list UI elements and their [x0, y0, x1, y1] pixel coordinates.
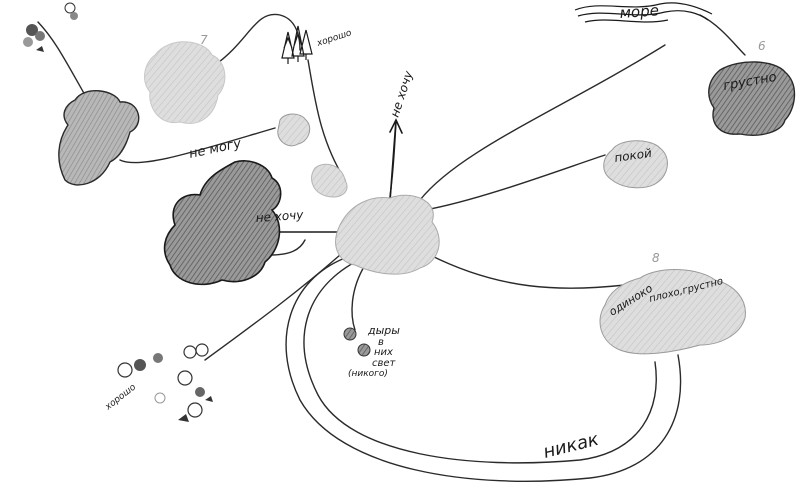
- cloud-dark-left: [163, 160, 282, 286]
- loop-inner: [303, 261, 657, 464]
- label-ne-mogu: не могу: [188, 136, 243, 162]
- loop-outer: [285, 257, 682, 482]
- line-sea-to-sad: [699, 14, 746, 56]
- cloud-small: [277, 113, 311, 147]
- line-center-to-flowers: [204, 254, 341, 361]
- line-cloud7-to-trees: [214, 13, 301, 66]
- label-dyry-1: дыры: [367, 324, 400, 337]
- central-blob-left: [311, 163, 348, 198]
- line-center-to-pokoy: [424, 154, 606, 211]
- cloud-7: [144, 41, 226, 124]
- number-8: 8: [652, 251, 660, 265]
- line-trees-to-center: [307, 59, 346, 181]
- label-pokoy: покой: [613, 146, 652, 165]
- label-dyry-4: свет: [372, 358, 397, 369]
- line-cloud-to-cloud7: [119, 127, 276, 164]
- cloud-pokoy: [603, 140, 668, 189]
- line-center-to-sea: [419, 44, 666, 201]
- central-blob: [335, 194, 440, 275]
- label-dyry-2: в: [378, 337, 384, 348]
- line-center-to-holes: [351, 264, 366, 331]
- cloud-odinoko: [599, 269, 746, 355]
- connecting-lines: [37, 13, 746, 482]
- label-ne-khochu-left: не хочу: [255, 208, 304, 225]
- flowers-top-left-icon: [23, 2, 78, 52]
- cloud-sad: [708, 61, 796, 136]
- number-7: 7: [200, 33, 208, 47]
- holes-icon: [343, 327, 371, 357]
- line-center-to-left: [269, 239, 306, 256]
- trees-icon: [281, 25, 313, 64]
- label-nikogo: (никого): [348, 369, 388, 379]
- label-ne-khochu-up: не хочу: [388, 68, 416, 119]
- label-khorosho-bottom: хорошо: [103, 382, 139, 413]
- cloud-top-left: [58, 90, 140, 186]
- line-center-to-odinoko: [429, 254, 626, 289]
- line-top-left-to-cloud: [37, 21, 86, 96]
- flowers-bottom-left-icon: [117, 343, 213, 422]
- sea-scribble: [574, 2, 713, 23]
- label-khorosho-top: хорошо: [315, 28, 354, 49]
- number-6: 6: [758, 39, 766, 53]
- label-dyry-3: них: [374, 347, 393, 358]
- label-sea: море: [619, 1, 659, 22]
